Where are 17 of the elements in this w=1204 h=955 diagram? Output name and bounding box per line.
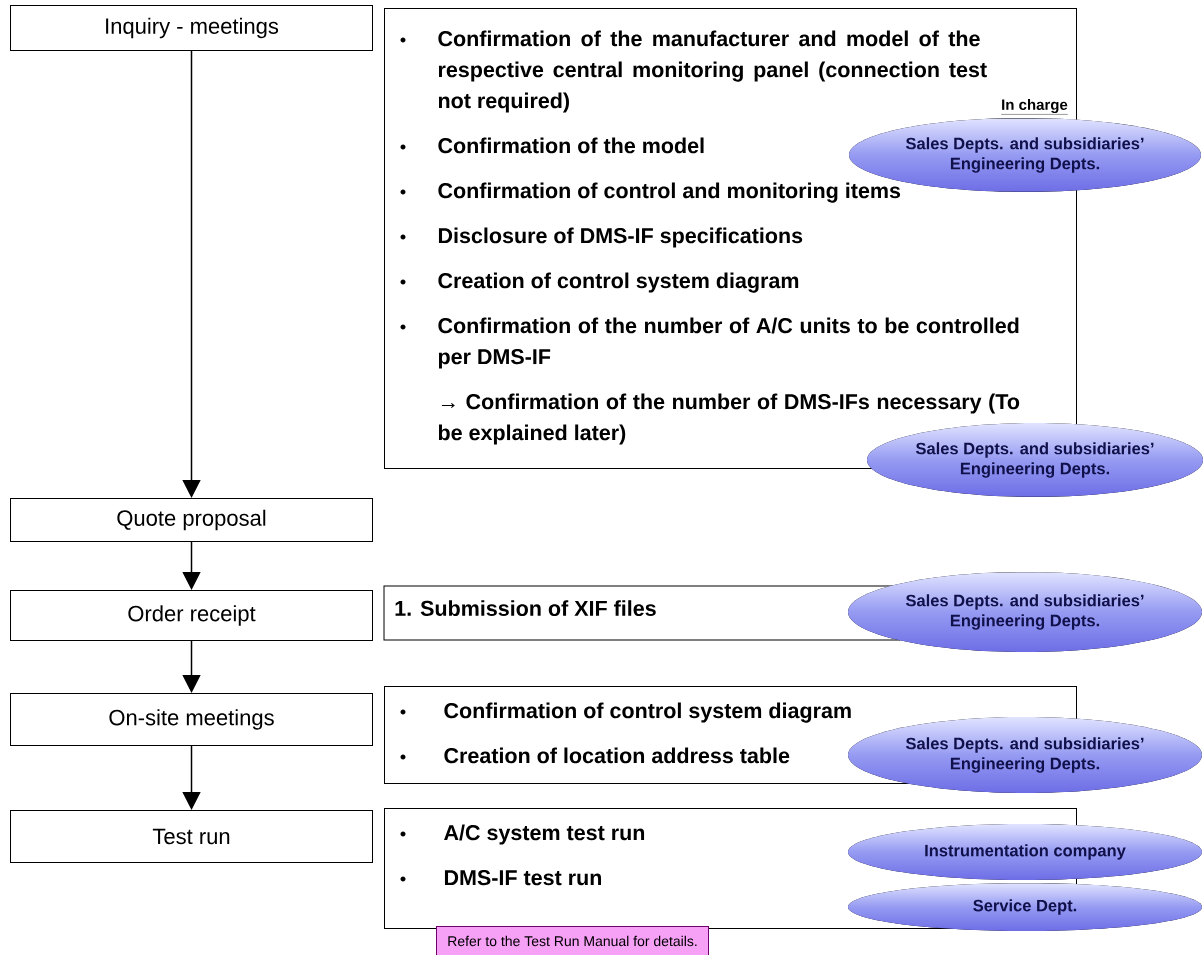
arrow <box>182 50 201 498</box>
note-box: Refer to the Test Run Manual for details. <box>436 926 709 955</box>
ellipse-label: Instrumentation company <box>848 824 1202 880</box>
arrow <box>182 745 201 810</box>
step-box: Test run <box>10 810 373 863</box>
ellipse-label: Sales Depts. and subsidiaries’ Engineering Depts. <box>848 572 1202 652</box>
step-box: Order receipt <box>10 590 373 641</box>
ellipse-label: Sales Depts. and subsidiaries’ Engineering Depts. <box>848 717 1202 793</box>
step-box: On-site meetings <box>10 693 373 746</box>
task-box: 1. Submission of XIF files <box>383 585 901 641</box>
column-heading: In charge <box>1000 98 1068 115</box>
step-box: Inquiry - meetings <box>10 5 373 51</box>
ellipse-label: Sales Depts. and subsidiaries’ Engineering Depts. <box>867 423 1203 497</box>
ellipse-label: Service Dept. <box>848 883 1202 931</box>
arrow <box>182 640 201 693</box>
arrow <box>182 541 201 590</box>
step-box: Quote proposal <box>10 498 373 542</box>
